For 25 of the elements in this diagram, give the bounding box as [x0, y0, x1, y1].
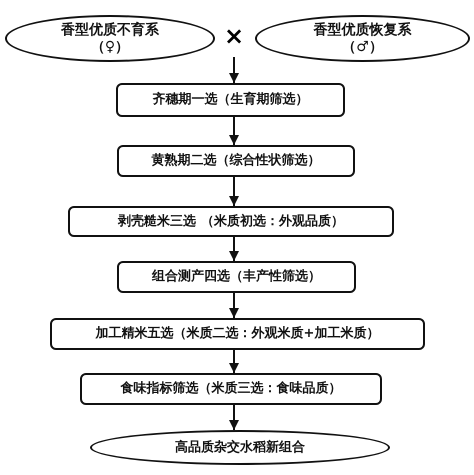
node-label: 香型优质恢复系 — [314, 22, 412, 38]
node-label: 黄熟期二选（综合性状筛选） — [152, 153, 320, 169]
node-label: 香型优质不育系 — [61, 22, 159, 38]
cross-sign: × — [224, 24, 244, 48]
arrow — [229, 405, 239, 430]
arrow — [229, 350, 239, 373]
node-label: 食味指标筛选（米质三选：食味品质） — [120, 381, 342, 397]
arrow — [229, 117, 239, 145]
arrow — [229, 237, 239, 261]
node-label: 组合测产四选（丰产性筛选） — [152, 269, 321, 285]
process-box — [117, 261, 356, 293]
process-box — [116, 83, 345, 117]
process-box — [117, 145, 355, 177]
arrow — [229, 177, 239, 206]
process-box — [80, 373, 382, 405]
arrow — [229, 57, 239, 83]
node-label: 高品质杂交水稻新组合 — [175, 440, 305, 456]
process-box — [68, 206, 394, 237]
sex-symbol-label: （♀） — [90, 38, 130, 56]
process-box — [50, 318, 425, 350]
node-label: 齐穗期一选（生育期筛选） — [152, 92, 308, 108]
sex-symbol-label: （♂） — [342, 38, 383, 56]
node-label: 剥壳糙米三选 （米质初选：外观品质） — [118, 214, 344, 230]
node-label: 加工精米五选（米质二选：外观米质+加工米质） — [96, 326, 380, 342]
arrow — [229, 293, 239, 318]
